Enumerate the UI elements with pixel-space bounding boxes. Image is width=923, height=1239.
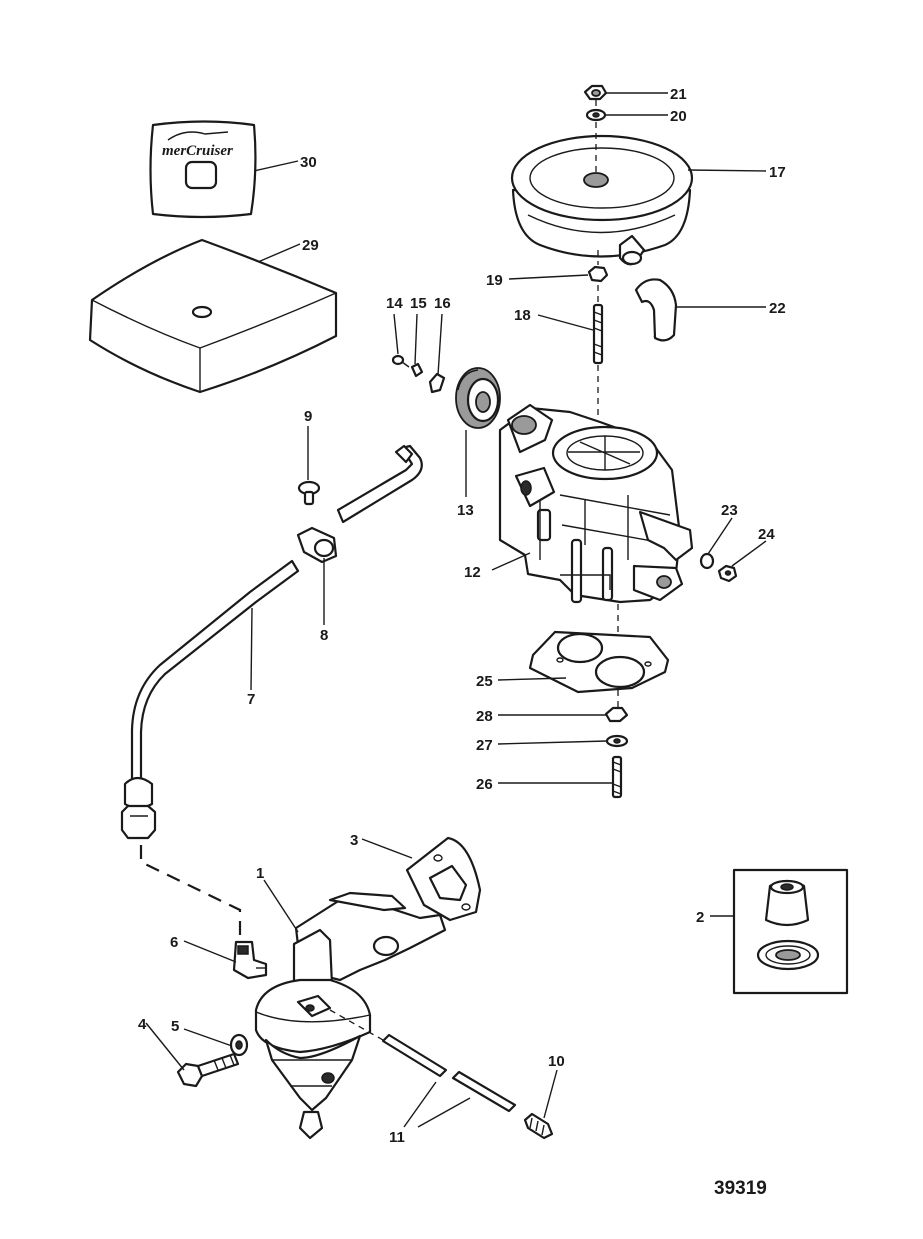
- mercruiser-logo: merCruiser: [162, 143, 233, 159]
- callout-17: 17: [769, 164, 786, 181]
- callout-3: 3: [350, 832, 358, 849]
- callout-11: 11: [389, 1129, 405, 1146]
- callout-numbers: 30 29 21 20 17 19 18 22 14 15 16 13 12 2…: [138, 86, 786, 1146]
- hose-part-22: [634, 278, 678, 342]
- screw-part-14: [391, 354, 410, 368]
- callout-15: 15: [410, 295, 427, 312]
- nut-part-28: [604, 706, 629, 723]
- clip-part-16: [428, 372, 446, 394]
- washer-part-20: [585, 108, 607, 122]
- fitting-part-10: [523, 1112, 554, 1140]
- callout-25: 25: [476, 673, 493, 690]
- callout-23: 23: [721, 502, 738, 519]
- cover-part-29: [88, 238, 338, 394]
- nut-part-24: [717, 564, 738, 583]
- washer-part-15: [410, 362, 424, 378]
- callout-19: 19: [486, 272, 503, 289]
- callout-28: 28: [476, 708, 493, 725]
- callout-29: 29: [302, 237, 319, 254]
- carburetor-part-12: [498, 403, 694, 604]
- screw-part-9: [297, 480, 321, 506]
- stud-part-26: [611, 755, 623, 799]
- elbow-part-6: [232, 940, 268, 980]
- callout-7: 7: [247, 691, 255, 708]
- callout-4: 4: [138, 1016, 147, 1033]
- callout-5: 5: [171, 1018, 179, 1035]
- callout-2: 2: [696, 909, 704, 926]
- choke-part-13: [455, 367, 501, 429]
- gasket-part-3: [405, 836, 482, 922]
- callout-20: 20: [670, 108, 687, 125]
- decal-part-30: merCruiser: [149, 120, 257, 219]
- fuel-line-upper: [336, 444, 423, 524]
- nut-part-19: [587, 265, 609, 283]
- callout-22: 22: [769, 300, 786, 317]
- callout-6: 6: [170, 934, 178, 951]
- callout-10: 10: [548, 1053, 565, 1070]
- stud-part-18: [592, 303, 604, 365]
- alignment-line-fuel-line: [139, 845, 242, 940]
- flame-arrestor-part-17: [510, 134, 694, 266]
- fuel-lines-part-11: [329, 1009, 517, 1113]
- callout-26: 26: [476, 776, 493, 793]
- callout-12: 12: [464, 564, 481, 581]
- callout-27: 27: [476, 737, 493, 754]
- fuel-pump-part-1: [254, 891, 447, 1140]
- leader-lines: [145, 92, 767, 1128]
- callout-18: 18: [514, 307, 531, 324]
- kit-box-part-2: [732, 868, 849, 995]
- callout-21: 21: [670, 86, 687, 103]
- bolt-part-4: [176, 1052, 240, 1088]
- nut-part-21: [583, 84, 608, 101]
- fuel-line-part-7: [120, 559, 300, 840]
- callout-30: 30: [300, 154, 317, 171]
- washer-part-5: [229, 1033, 249, 1057]
- callout-16: 16: [434, 295, 451, 312]
- callout-1: 1: [256, 865, 264, 882]
- callout-8: 8: [320, 627, 328, 644]
- washer-part-23: [699, 552, 715, 570]
- figure-number: 39319: [714, 1178, 767, 1199]
- callout-24: 24: [758, 526, 775, 543]
- clamp-part-8: [296, 526, 338, 564]
- callout-9: 9: [304, 408, 312, 425]
- callout-13: 13: [457, 502, 474, 519]
- gasket-part-25: [528, 630, 670, 694]
- washer-part-27: [605, 734, 629, 748]
- callout-14: 14: [386, 295, 403, 312]
